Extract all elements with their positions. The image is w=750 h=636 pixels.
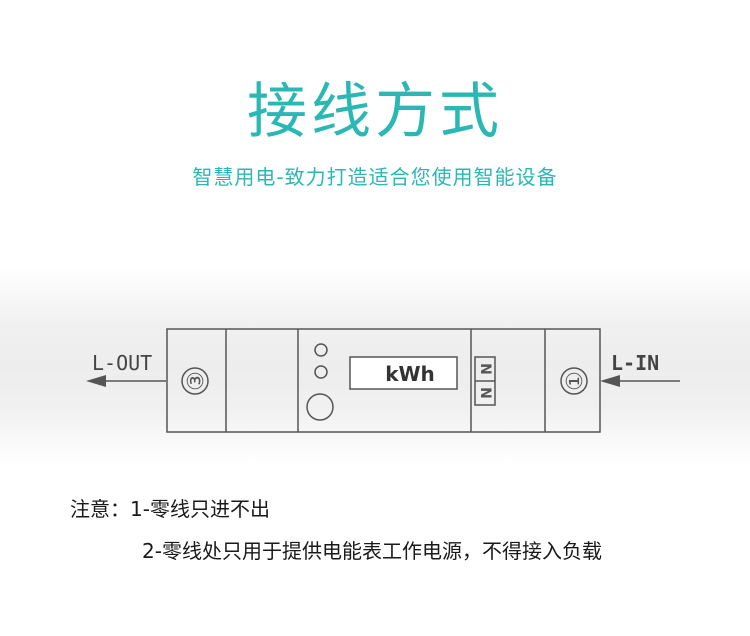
- n-mark-2: N: [477, 387, 493, 399]
- l-in-arrowhead: [600, 375, 620, 387]
- page-subtitle: 智慧用电-致力打造适合您使用智能设备: [192, 165, 558, 189]
- terminal-1-label: ①: [563, 371, 588, 391]
- indicator-led-2: [314, 365, 328, 379]
- note-line-1: 注意：1-零线只进不出: [70, 497, 270, 521]
- terminal-3-circle: [181, 367, 209, 395]
- meter-body: [166, 328, 601, 433]
- terminal-3-label: ③: [184, 371, 209, 391]
- page-title: 接线方式: [247, 77, 503, 147]
- l-in-label: L-IN: [611, 351, 659, 375]
- n-mark-1: N: [477, 363, 493, 375]
- note-line-2: 2-零线处只用于提供电能表工作电源，不得接入负载: [142, 539, 602, 563]
- meter-button: [306, 393, 334, 421]
- l-out-label: L-OUT: [92, 351, 152, 375]
- wiring-diagram: ③ kWh N N ① L-OUT L-IN: [86, 328, 680, 433]
- indicator-led-1: [314, 343, 328, 357]
- kwh-display-text: kWh: [385, 362, 435, 386]
- l-out-arrowhead: [86, 375, 106, 387]
- terminal-1-circle: [560, 367, 588, 395]
- kwh-display: [349, 356, 458, 390]
